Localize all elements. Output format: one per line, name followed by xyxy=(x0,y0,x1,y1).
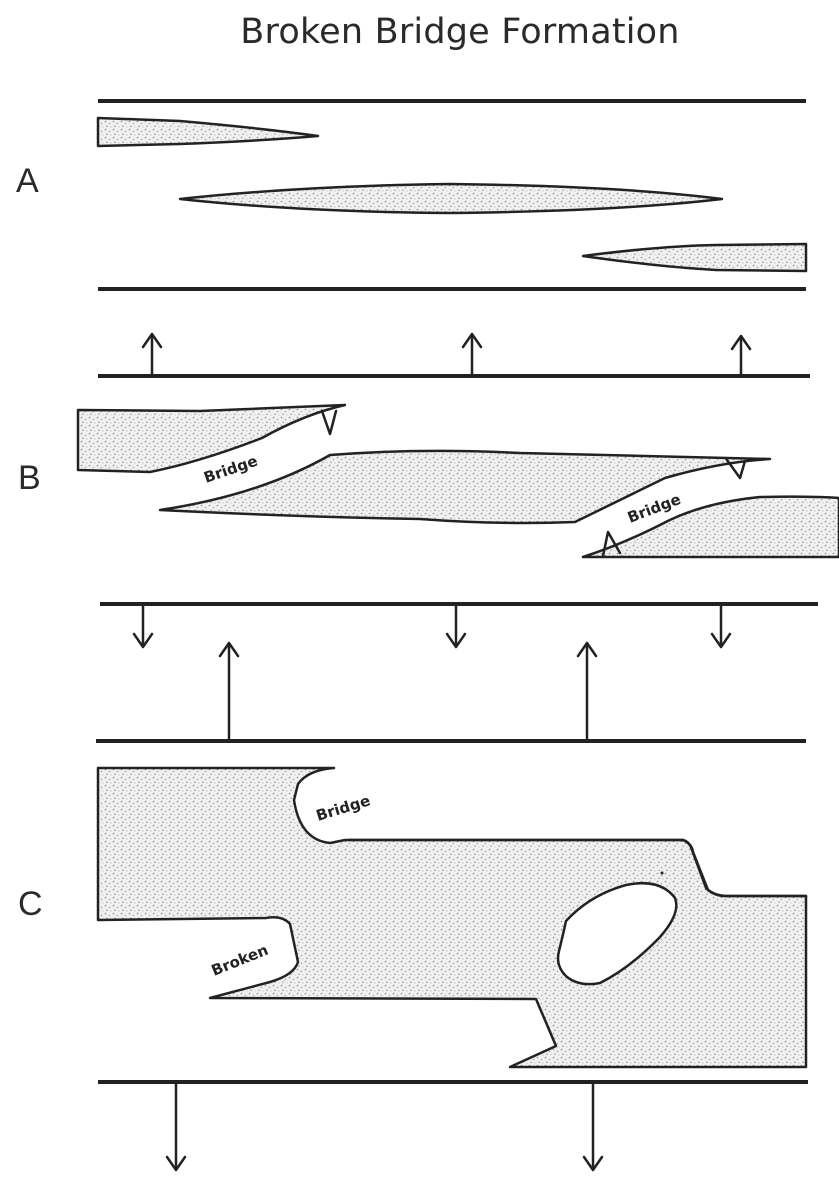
panel-c: Bridge Broken xyxy=(98,768,806,1067)
panel-c-sand-body xyxy=(98,768,806,1067)
panel-c-bridge-label: Bridge xyxy=(314,791,372,824)
panel-c-broken-label: Broken xyxy=(209,941,271,980)
stress-arrows-b-c xyxy=(96,604,818,741)
uplift-arrows-a-b xyxy=(98,334,810,376)
panel-b: Bridge Bridge xyxy=(78,405,839,557)
panel-a xyxy=(98,101,806,289)
panel-b-sand-left xyxy=(78,405,345,472)
panel-c-dot xyxy=(661,872,664,875)
bottom-arrows xyxy=(98,1082,808,1170)
panel-a-lens-right xyxy=(583,244,806,271)
panel-a-lens-left xyxy=(98,118,318,146)
panel-b-sand-right xyxy=(583,497,839,557)
panel-a-lens-center xyxy=(180,184,722,213)
panel-b-wedge-left xyxy=(322,411,336,434)
